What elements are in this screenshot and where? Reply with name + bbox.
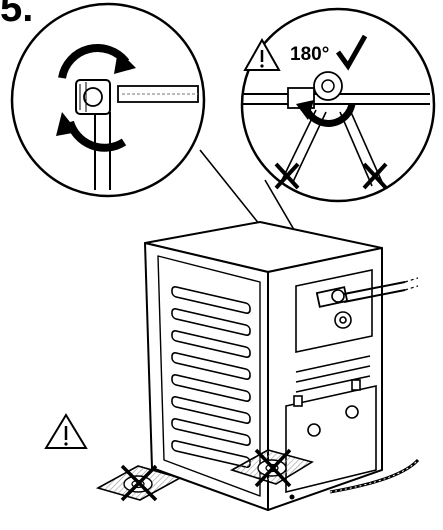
angle-label: 180° xyxy=(290,44,329,65)
warning-triangle-icon xyxy=(46,415,86,448)
step-number: 5. xyxy=(0,0,33,31)
angle-detail: 180° xyxy=(242,9,434,201)
hose-rotation-detail xyxy=(12,4,204,196)
hose-pipe xyxy=(118,86,198,102)
coupling-nut xyxy=(76,80,110,114)
